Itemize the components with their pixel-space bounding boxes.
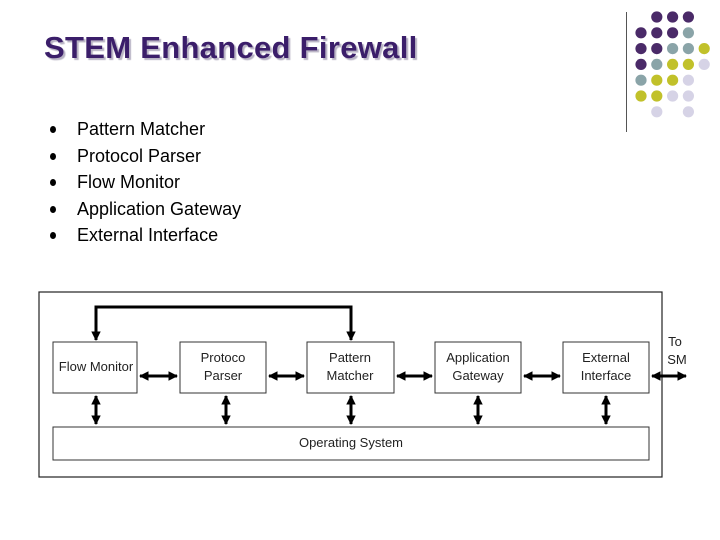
decorative-dot [651,43,663,55]
decorative-dot [667,27,679,39]
decorative-dot-grid [635,11,710,118]
decorative-dot [635,90,647,102]
decorative-dot [682,11,695,23]
decorative-dot [682,106,695,118]
module-label: Matcher [327,368,375,383]
decorative-dot [667,43,679,55]
title-divider-line [626,12,627,132]
module-label: Parser [204,368,243,383]
bullet-text: Protocol Parser [77,145,202,166]
decorative-dot [667,74,679,86]
decorative-dot [667,11,679,23]
decorative-dot [651,27,663,39]
bullet-icon [50,152,56,160]
decorative-dot [635,27,647,39]
module-label: External [582,350,630,365]
decorative-dot [651,90,663,102]
module-label: Pattern [329,350,371,365]
bullet-icon [50,205,56,213]
bullet-icon [50,179,56,186]
operating-system-bar: Operating System [52,426,650,461]
module-label: Gateway [452,368,504,383]
decorative-dot [635,58,647,70]
module-pattern-matcher: Pattern Matcher [306,341,395,394]
bullet-item: Pattern Matcher [50,116,241,143]
decorative-dot [682,27,695,39]
bullet-text: Pattern Matcher [77,119,206,139]
bullet-item: Flow Monitor [50,169,241,196]
bullet-text: Application Gateway [77,198,242,219]
decorative-dot [667,90,679,102]
module-application-gateway: Application Gateway [434,341,522,394]
module-label: Interface [581,368,632,383]
bullet-icon [50,232,56,239]
decorative-dot [682,74,695,86]
module-label: Flow Monitor [59,359,134,374]
slide-title: STEM Enhanced Firewall [44,30,418,65]
bullet-item: External Interface [50,222,241,249]
decorative-dot [651,106,663,118]
decorative-dot [698,58,710,70]
to-sm-label: SM [667,352,687,367]
bullet-text: Flow Monitor [77,172,181,192]
decorative-dot [651,74,663,86]
module-label: Protoco [201,350,246,365]
feedback-arrow [91,305,356,341]
bullet-text: External Interface [77,225,219,245]
bullet-item: Protocol Parser [50,143,241,170]
to-sm-label: To [668,334,682,349]
bullet-item: Application Gateway [50,196,241,223]
decorative-dot [682,43,695,55]
module-flow-monitor: Flow Monitor [52,341,138,394]
decorative-dot [651,11,663,23]
decorative-dot [635,74,647,86]
bullet-icon [50,126,56,133]
module-external-interface: External Interface [562,341,650,394]
os-label: Operating System [299,435,403,450]
module-protocol-parser: Protoco Parser [179,341,267,394]
os-link-arrows [91,395,611,425]
decorative-dot [698,43,710,55]
decorative-dot [682,90,695,102]
decorative-dot [651,58,663,70]
module-label: Application [446,350,510,365]
decorative-dot [667,58,679,70]
bullet-list: Pattern Matcher Protocol Parser Flow Mon… [50,116,241,249]
decorative-dot [682,58,695,70]
decorative-dot [635,43,647,55]
